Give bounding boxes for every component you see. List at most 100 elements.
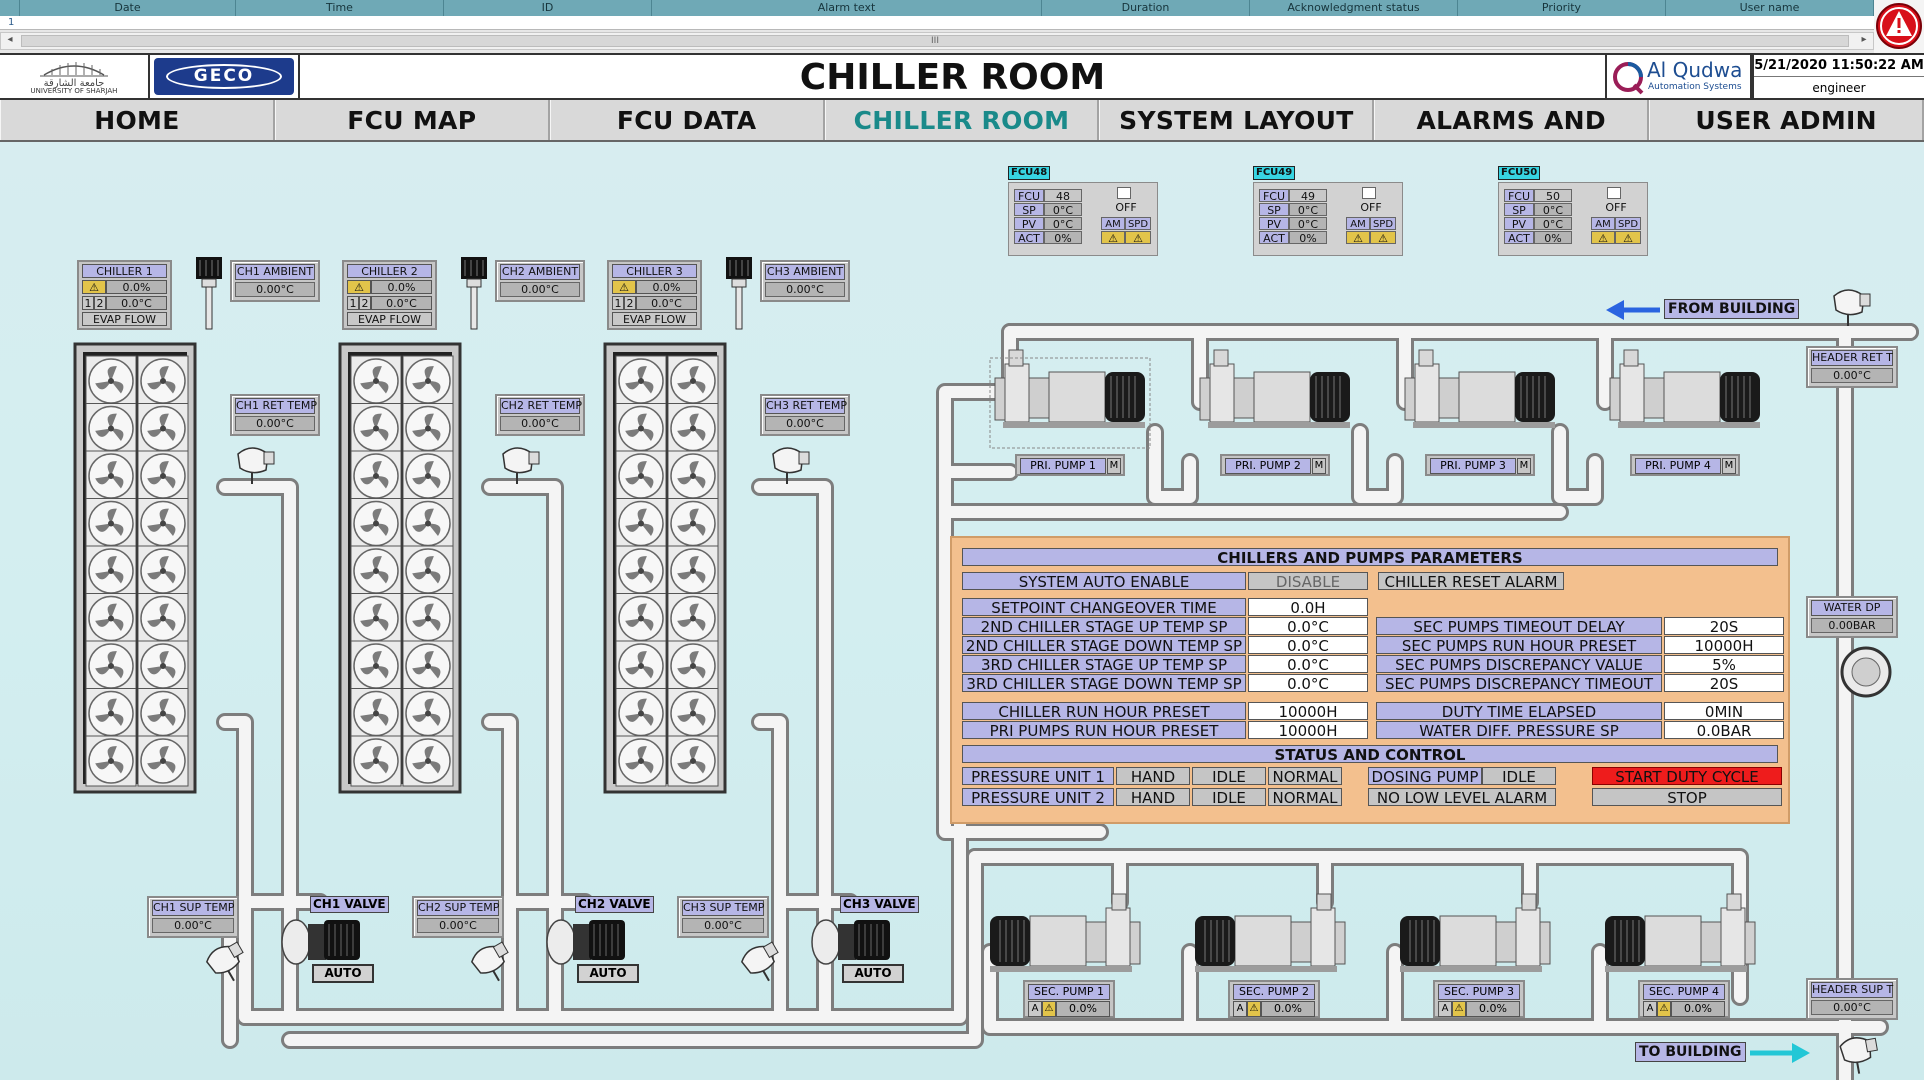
valve-auto-button[interactable]: AUTO [577,964,639,983]
param-value[interactable]: 10000H [1248,702,1368,720]
col-id[interactable]: ID [444,0,652,16]
horizontal-scrollbar[interactable]: ◂ III ▸ [0,32,1874,50]
alarm-row[interactable]: 1 [0,16,1874,30]
water-dp: WATER DP 0.00BAR [1806,596,1898,638]
param-label: PRI PUMPS RUN HOUR PRESET [962,721,1246,739]
fan-blade [625,713,641,722]
scroll-left-icon[interactable]: ◂ [7,34,13,45]
col-priority[interactable]: Priority [1458,0,1666,16]
nav-chiller-room[interactable]: CHILLER ROOM [824,100,1100,140]
chiller-temp: 0.0°C [106,296,167,310]
col-user-name[interactable]: User name [1666,0,1874,16]
pump-icon[interactable] [1195,893,1346,972]
pri-pump-label: PRI. PUMP 1 [1020,458,1106,474]
param-value[interactable]: 10000H [1664,636,1784,654]
fan-blade [163,713,176,727]
nav-fcu-data[interactable]: FCU DATA [549,100,825,140]
chiller-reset-alarm-button[interactable]: CHILLER RESET ALARM [1378,572,1564,590]
col-date[interactable]: Date [20,0,236,16]
pump-icon[interactable] [990,893,1141,972]
chiller-valve-icon[interactable] [281,919,360,965]
nav-fcu-map[interactable]: FCU MAP [274,100,550,140]
pump-icon[interactable] [1605,893,1756,972]
alarm-warning-button[interactable] [1874,0,1924,53]
pump-icon[interactable] [1404,349,1555,428]
col-time[interactable]: Time [236,0,444,16]
auto-enable-button[interactable]: DISABLE [1248,572,1368,590]
param-value[interactable]: 0MIN [1664,702,1784,720]
param-value[interactable]: 0.0H [1248,598,1368,616]
chiller-unit[interactable] [338,342,462,794]
fan-hub [638,615,644,622]
fan-blade [428,761,441,774]
sec-pump-value: 0.0% [1466,1001,1520,1017]
valve-auto-button[interactable]: AUTO [842,964,904,983]
param-value[interactable]: 20S [1664,674,1784,692]
ambient-label: CH3 AMBIENT [765,264,845,280]
alarm-warning-icon[interactable] [1874,0,1924,53]
ambient-value: 0.00°C [765,282,845,297]
sec-pump-auto: A [1028,1001,1042,1017]
pump-icon[interactable] [1199,349,1350,428]
param-value[interactable]: 10000H [1248,721,1368,739]
chiller-valve-icon[interactable] [546,919,625,965]
param-value[interactable]: 20S [1664,617,1784,635]
param-value[interactable]: 0.0BAR [1664,721,1784,739]
fcu-checkbox[interactable] [1117,187,1131,199]
flow-sensor-icon [237,447,275,484]
chiller-unit[interactable] [603,342,727,794]
valve-auto-button[interactable]: AUTO [312,964,374,983]
fan-blade [376,713,389,727]
chiller-pct: 0.0% [106,280,167,294]
fan-blade [107,461,117,476]
stop-button[interactable]: STOP [1592,788,1782,806]
sensor-body [741,945,775,974]
fan-blade [159,366,169,381]
param-value[interactable]: 5% [1664,655,1784,673]
supply-temp-value: 0.00°C [417,918,499,933]
param-value[interactable]: 0.0°C [1248,617,1368,635]
col-alarm-text[interactable]: Alarm text [652,0,1042,16]
pump-icon[interactable] [1400,893,1551,972]
fan-blade [637,746,647,761]
chiller-unit[interactable] [73,342,197,794]
fcu-spd: SPD [1615,217,1641,230]
param-value[interactable]: 0.0°C [1248,636,1368,654]
pump-icon[interactable] [994,349,1145,428]
pump-icon[interactable] [1609,349,1760,428]
pump-outlet [1111,893,1127,911]
nav-system-layout[interactable]: SYSTEM LAYOUT [1099,100,1375,140]
param-value[interactable]: 0.0°C [1248,674,1368,692]
fan-blade [376,618,389,632]
fan-blade [159,556,169,571]
col-ack-status[interactable]: Acknowledgment status [1250,0,1458,16]
col-duration[interactable]: Duration [1042,0,1250,16]
chiller-valve-icon[interactable] [811,919,890,965]
scroll-thumb[interactable]: III [21,35,1849,47]
scroll-right-icon[interactable]: ▸ [1861,34,1867,45]
nav-alarms-and-events[interactable]: ALARMS AND EVENTS [1374,100,1650,177]
fcu-checkbox[interactable] [1607,187,1621,199]
nav-home[interactable]: HOME [0,100,275,140]
fan-blade [147,476,163,485]
param-value[interactable]: 0.0°C [1248,655,1368,673]
nav-user-admin[interactable]: USER ADMIN [1649,100,1924,140]
ambient-probe-icon [461,257,487,330]
pump-coupling [1438,377,1460,419]
fcu-checkbox[interactable] [1362,187,1376,199]
start-duty-cycle-button[interactable]: START DUTY CYCLE [1592,767,1782,785]
